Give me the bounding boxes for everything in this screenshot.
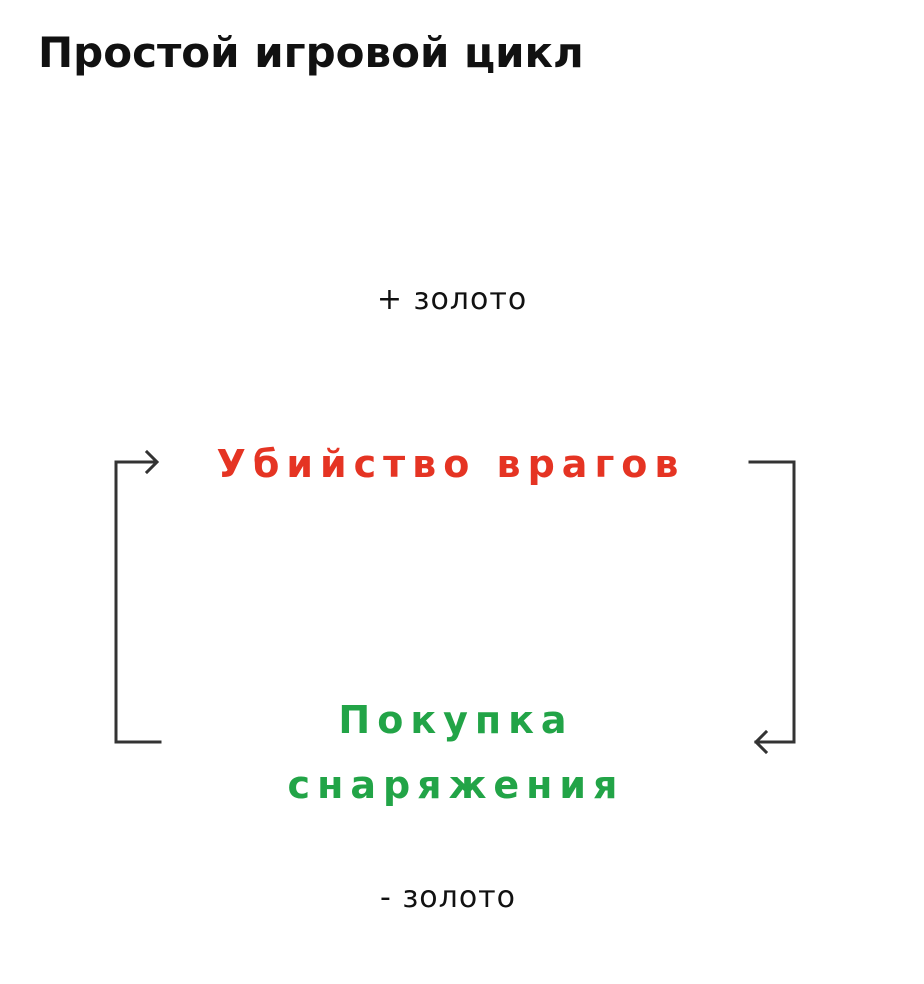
- page-title: Простой игровой цикл: [38, 28, 584, 77]
- right-loop-arrow-icon: [748, 460, 796, 755]
- gold-loss-label: - золото: [379, 880, 517, 915]
- step-buy-gear: Покупка снаряжения: [0, 688, 918, 817]
- step-buy-gear-line2: снаряжения: [287, 762, 625, 807]
- step-kill-enemies: Убийство врагов: [216, 442, 686, 486]
- gold-gain-label: + золото: [376, 282, 528, 317]
- left-loop-arrow-icon: [114, 449, 162, 744]
- step-buy-gear-line1: Покупка: [338, 698, 574, 742]
